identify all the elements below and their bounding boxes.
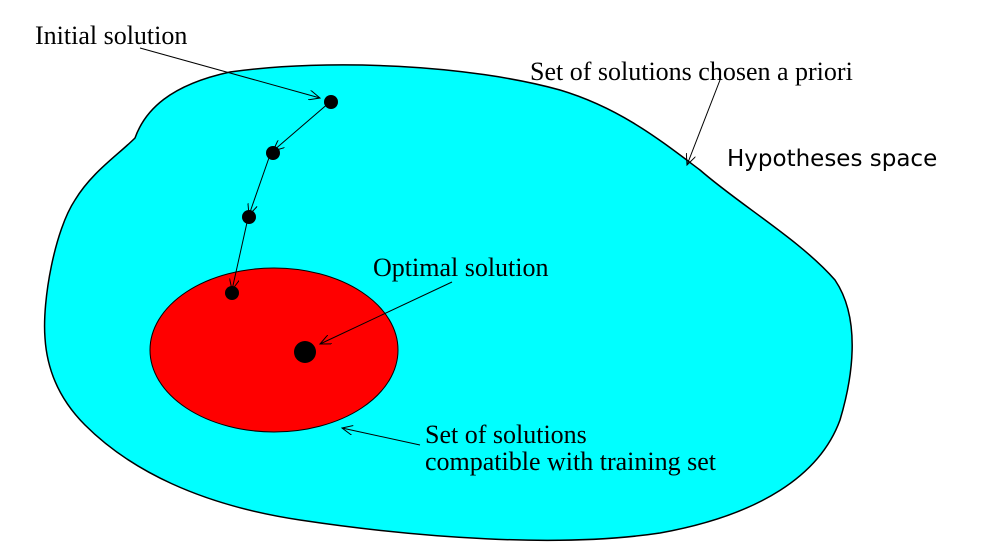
solution-point-4 [225, 286, 239, 300]
compatible-solutions-region [149, 267, 399, 433]
optimal-solution-label: Optimal solution [373, 253, 549, 282]
trajectory-step-1 [273, 101, 331, 151]
hypotheses-space-label: Hypotheses space [727, 146, 937, 172]
a-priori-set-arrow [687, 79, 721, 165]
compatible-set-label-line1: Set of solutions [425, 420, 587, 449]
solution-point-3 [242, 210, 256, 224]
initial-solution-label: Initial solution [35, 21, 187, 50]
trajectory-step-2 [249, 151, 272, 215]
solution-point-optimal [294, 341, 316, 363]
solution-points [225, 95, 338, 363]
annotation-arrows [139, 47, 721, 446]
solution-point-2 [266, 146, 280, 160]
compatible-set-arrow [342, 428, 421, 446]
trajectory-step-3 [232, 217, 249, 290]
initial-solution-arrow [139, 47, 320, 98]
solution-trajectory [232, 101, 331, 290]
a-priori-set-label: Set of solutions chosen a priori [530, 57, 853, 86]
optimal-solution-arrow [320, 281, 453, 344]
solution-point-initial [324, 95, 338, 109]
compatible-set-label-line2: compatible with training set [425, 447, 717, 476]
